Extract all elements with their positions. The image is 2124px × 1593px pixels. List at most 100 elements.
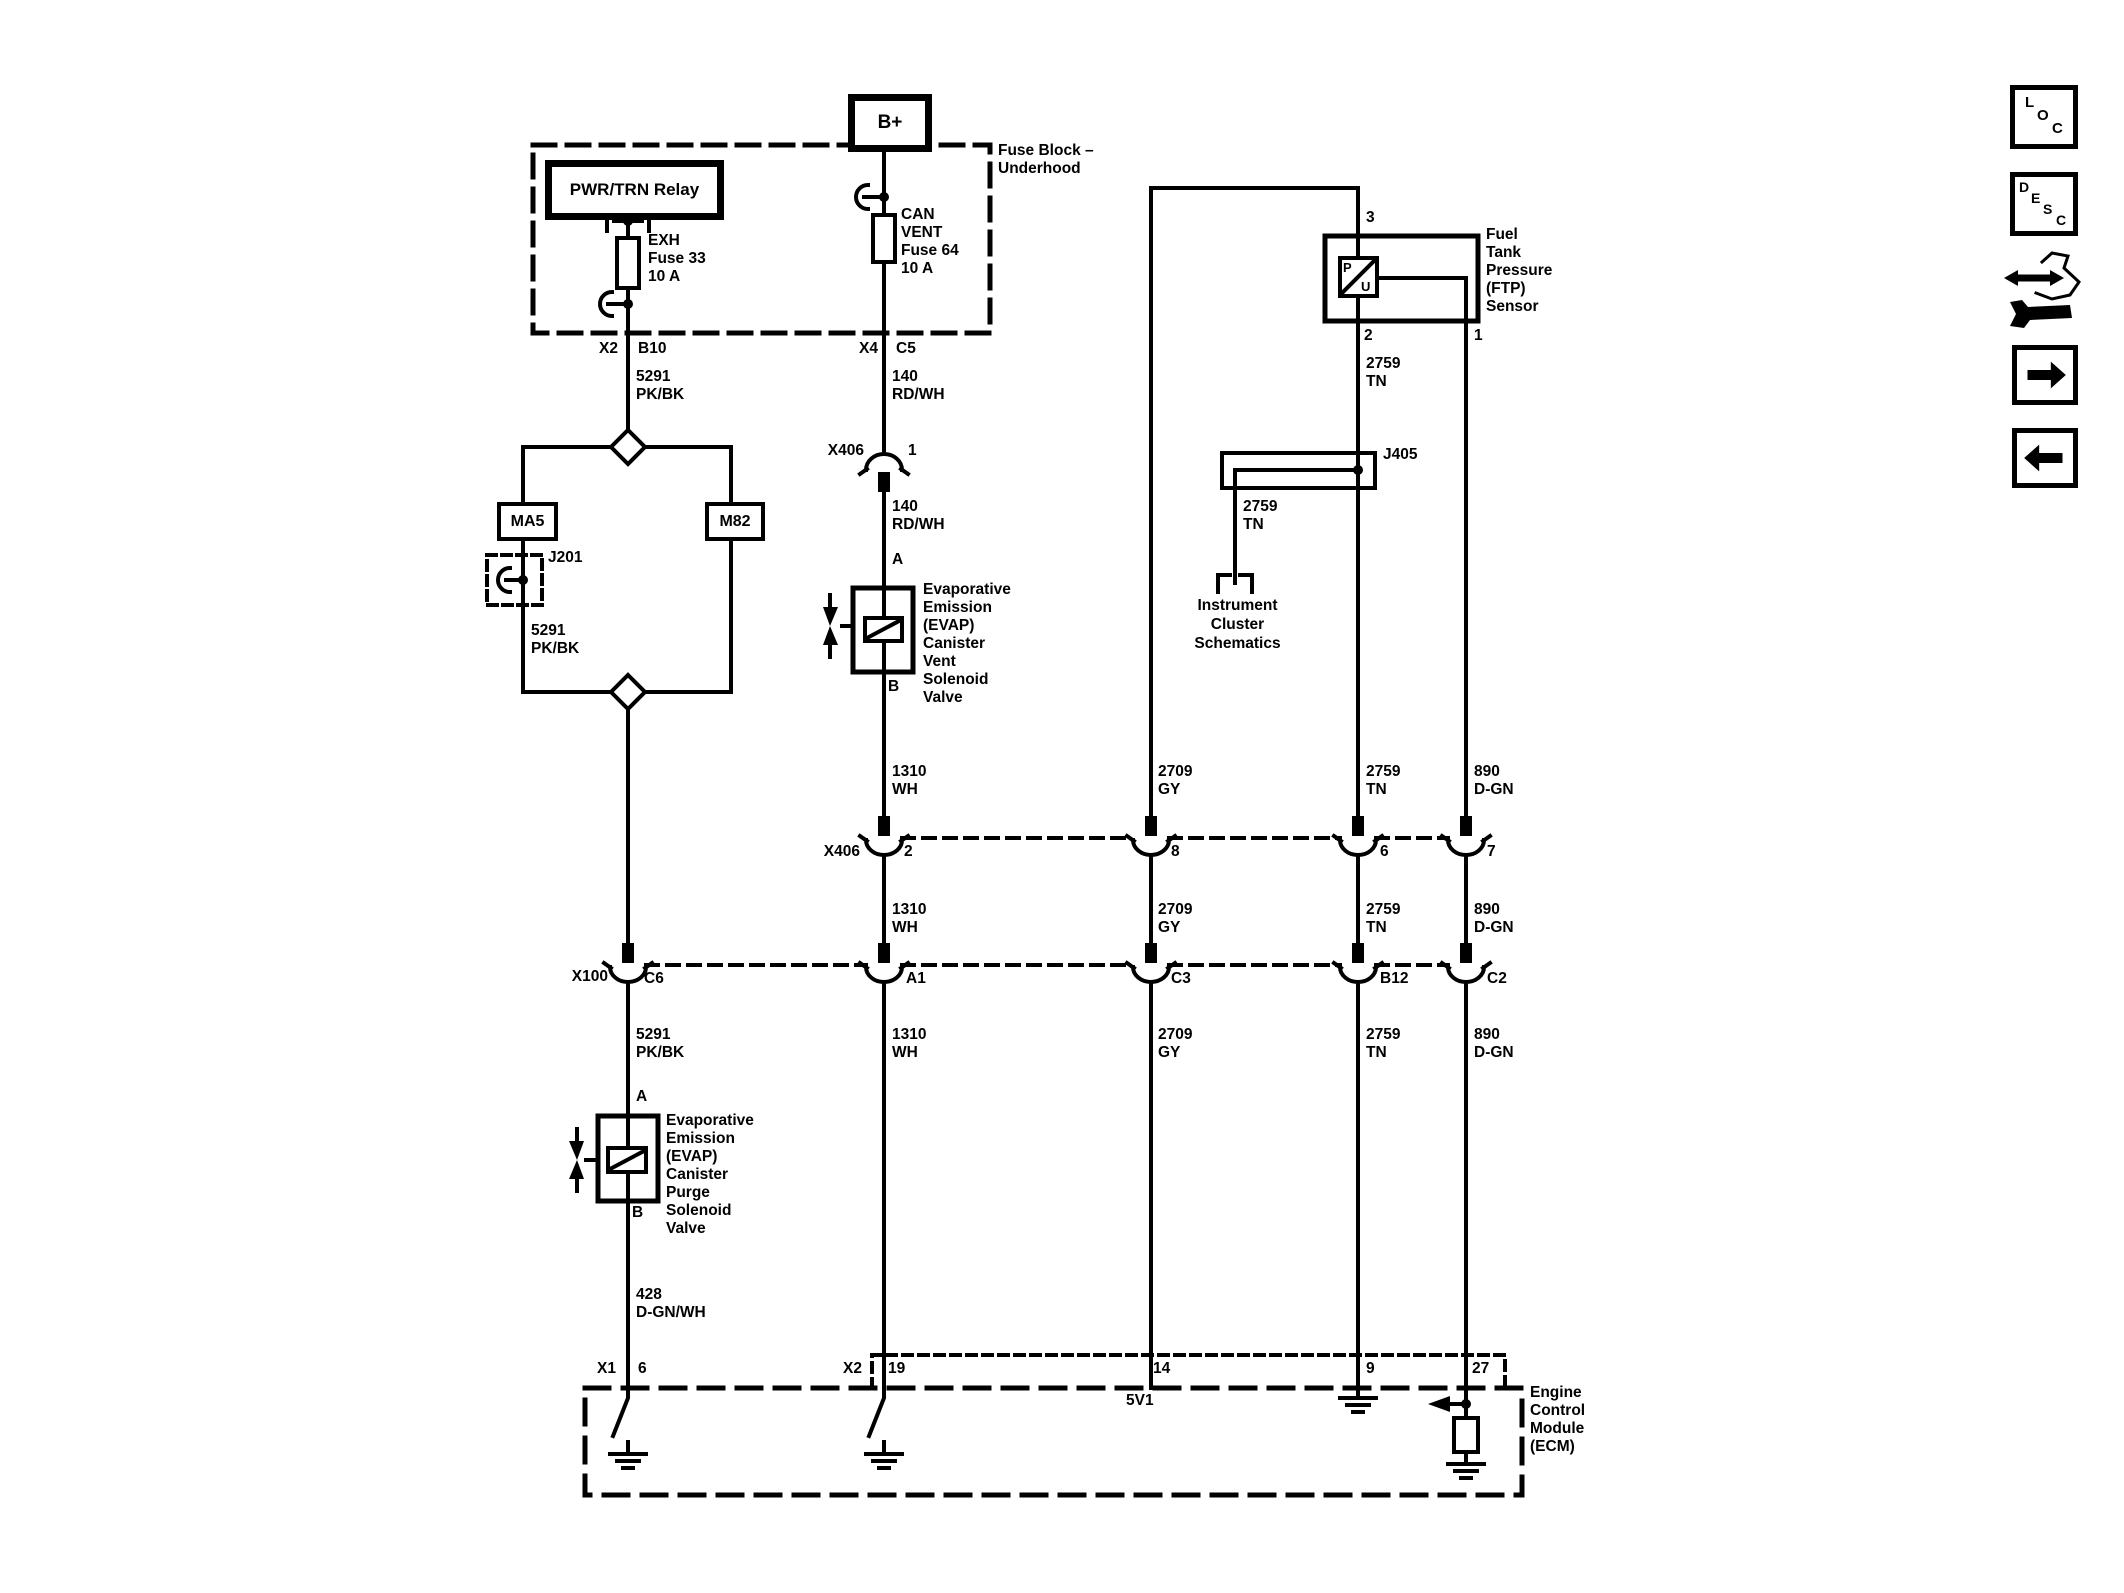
ecm-pin-14: 14 bbox=[1153, 1360, 1171, 1377]
junction-ma5-label: MA5 bbox=[510, 512, 545, 530]
pin-b10-label: B10 bbox=[638, 340, 667, 357]
ecm-pin-27: 27 bbox=[1472, 1360, 1490, 1377]
wire-label-1310-c: 1310 WH bbox=[892, 1026, 927, 1061]
exh-fuse-label: EXH Fuse 33 10 A bbox=[648, 232, 706, 285]
ecm-x2-connector-outline bbox=[870, 1353, 1507, 1390]
evap-purge-solenoid-symbol bbox=[569, 1113, 661, 1204]
wire-2759-tn-branch bbox=[1233, 468, 1360, 575]
splice-j405-label: J405 bbox=[1383, 446, 1418, 463]
ecm-signal-pin27 bbox=[1428, 1386, 1486, 1480]
wire-5291-pk-bk bbox=[521, 204, 733, 1390]
conn-x2-label: X2 bbox=[599, 340, 618, 357]
j405-splice-pack-symbol bbox=[1220, 451, 1377, 490]
desc-button[interactable]: D E S C bbox=[2010, 172, 2078, 236]
next-button[interactable] bbox=[2012, 345, 2078, 405]
conn-x406-row-label: X406 bbox=[823, 843, 860, 860]
wire-890-d-gn bbox=[1375, 276, 1468, 1390]
ecm-pin-6: 6 bbox=[638, 1360, 647, 1377]
wire-label-2759-a: 2759 TN bbox=[1366, 763, 1401, 798]
signal-arrow-icon bbox=[1428, 1396, 1450, 1412]
x100-pin-c6: C6 bbox=[644, 970, 664, 987]
wrench-icon bbox=[2010, 300, 2072, 328]
battery-feed-box: B+ bbox=[848, 94, 932, 152]
ecm-outline bbox=[582, 1385, 1525, 1498]
pin-c5-label: C5 bbox=[896, 340, 916, 357]
loc-letter: C bbox=[2052, 120, 2063, 137]
x100-pin-b12: B12 bbox=[1380, 970, 1409, 987]
ecm-pin-9: 9 bbox=[1366, 1360, 1375, 1377]
wire-label-5291-top: 5291 PK/BK bbox=[636, 368, 685, 403]
inline-connector-symbol bbox=[1439, 943, 1493, 984]
ftp-sensor-symbol bbox=[1322, 233, 1481, 324]
ftp-symbol-p: P bbox=[1343, 260, 1352, 275]
back-button[interactable] bbox=[2012, 428, 2078, 488]
wire-label-2709-c: 2709 GY bbox=[1158, 1026, 1193, 1061]
ftp-pin-3: 3 bbox=[1366, 209, 1375, 226]
wire-label-5291-c: 5291 PK/BK bbox=[636, 1026, 685, 1061]
wire-label-140-top: 140 RD/WH bbox=[892, 368, 945, 403]
ecm-ground-pin9 bbox=[1338, 1386, 1378, 1414]
purge-valve-pin-b: B bbox=[632, 1204, 644, 1221]
schematic-tools-icon[interactable] bbox=[2004, 251, 2081, 328]
ground-icon bbox=[1446, 1450, 1486, 1480]
off-page-connector-icon bbox=[1216, 571, 1254, 594]
loc-button[interactable]: L O C bbox=[2010, 85, 2078, 149]
ecm-driver-pin6 bbox=[608, 1386, 648, 1470]
ftp-pin-2: 2 bbox=[1364, 327, 1373, 344]
inline-connector-symbol bbox=[857, 816, 911, 857]
splice-diamond-bottom bbox=[608, 672, 648, 712]
arrow-left-icon bbox=[2024, 444, 2063, 472]
wire-label-2759-b: 2759 TN bbox=[1366, 901, 1401, 936]
x406-pin-8: 8 bbox=[1171, 843, 1180, 860]
wire-label-2759-top: 2759 TN bbox=[1366, 355, 1401, 390]
evap-vent-solenoid-symbol bbox=[823, 585, 916, 675]
ground-icon bbox=[864, 1440, 904, 1470]
wire-2759-tn bbox=[1233, 294, 1360, 1390]
junction-m82-box: M82 bbox=[705, 502, 765, 541]
inline-connector-symbol bbox=[1124, 816, 1178, 857]
wire-label-890-c: 890 D-GN bbox=[1474, 1026, 1514, 1061]
conn-x100-row-label: X100 bbox=[571, 968, 608, 985]
j201-splice-symbol bbox=[485, 553, 544, 607]
wire-label-2709-b: 2709 GY bbox=[1158, 901, 1193, 936]
can-vent-fuse-symbol bbox=[871, 213, 897, 264]
ftp-sensor-name: Fuel Tank Pressure (FTP) Sensor bbox=[1486, 226, 1553, 315]
x406-inline-connector-symbol bbox=[857, 452, 911, 492]
wire-label-2759-c: 2759 TN bbox=[1366, 1026, 1401, 1061]
wire-label-1310-a: 1310 WH bbox=[892, 763, 927, 798]
fuse-block-underhood-outline bbox=[530, 142, 993, 336]
wire-2709-gy bbox=[1149, 186, 1360, 1390]
pin-1-label: 1 bbox=[908, 442, 917, 459]
inline-connector-symbol bbox=[1331, 816, 1385, 857]
junction-ma5-box: MA5 bbox=[497, 502, 558, 541]
wire-label-2759-branch: 2759 TN bbox=[1243, 498, 1278, 533]
inline-connector-symbol bbox=[1124, 943, 1178, 984]
ground-icon bbox=[608, 1440, 648, 1470]
x100-pin-a1: A1 bbox=[906, 970, 926, 987]
x406-pin-2: 2 bbox=[904, 843, 913, 860]
wire-label-140-bot: 140 RD/WH bbox=[892, 498, 945, 533]
splice-j201-label: J201 bbox=[548, 549, 583, 566]
loc-letter: O bbox=[2037, 107, 2049, 124]
desc-letter: C bbox=[2056, 212, 2067, 228]
ecm-conn-x1-label: X1 bbox=[597, 1360, 616, 1377]
exh-fuse-symbol bbox=[615, 236, 641, 290]
wire-label-890-a: 890 D-GN bbox=[1474, 763, 1514, 798]
arrow-right-icon bbox=[2027, 361, 2066, 389]
x406-harness-connector-row bbox=[857, 816, 1493, 857]
inline-connector-symbol bbox=[1439, 816, 1493, 857]
ecm-name: Engine Control Module (ECM) bbox=[1530, 1384, 1586, 1455]
purge-valve-name: Evaporative Emission (EVAP) Canister Pur… bbox=[666, 1112, 754, 1237]
x100-harness-connector-row bbox=[601, 943, 1493, 984]
fuse-block-label: Fuse Block – Underhood bbox=[998, 142, 1094, 177]
desc-letter: D bbox=[2019, 179, 2030, 195]
conn-x4-label: X4 bbox=[859, 340, 878, 357]
desc-letter: S bbox=[2043, 201, 2053, 217]
wire-label-428: 428 D-GN/WH bbox=[636, 1286, 706, 1321]
inline-connector-symbol bbox=[601, 943, 655, 984]
x100-pin-c2: C2 bbox=[1487, 970, 1507, 987]
purge-valve-pin-a: A bbox=[636, 1088, 648, 1105]
resistor-icon bbox=[1452, 1416, 1480, 1454]
